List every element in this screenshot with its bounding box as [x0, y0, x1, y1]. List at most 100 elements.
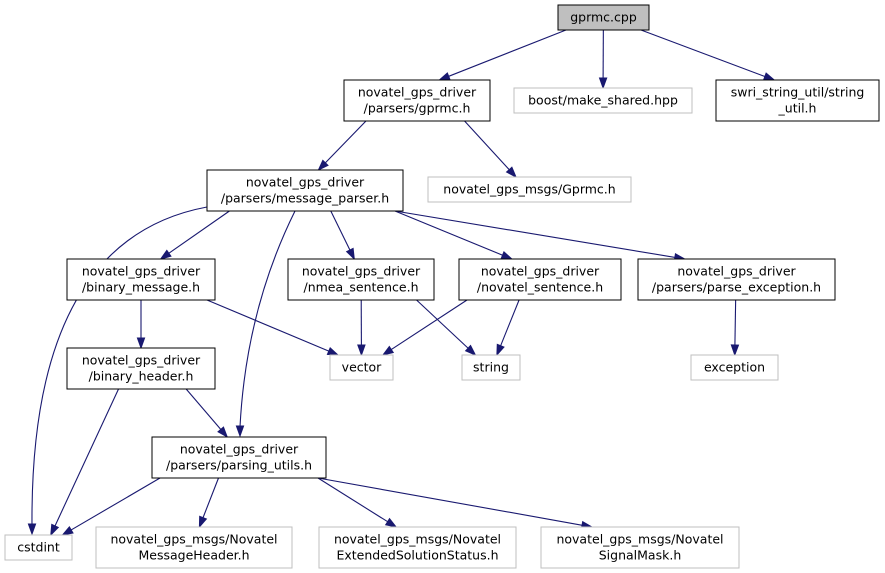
node-label: novatel_gps_driver: [302, 264, 421, 279]
node-label: /parsers/message_parser.h: [221, 191, 389, 206]
node-label: novatel_gps_msgs/Gprmc.h: [443, 182, 615, 197]
edge-message-parser-h-to-cstdint-arrowhead: [27, 523, 37, 536]
node-swri-string-util[interactable]: swri_string_util/string_util.h: [715, 79, 880, 122]
node-label: novatel_gps_msgs/Novatel: [110, 532, 277, 547]
edge-message-parser-h-to-binary-message-h-arrowhead: [159, 249, 172, 260]
node-box: [66, 258, 216, 301]
node-label: novatel_gps_driver: [82, 353, 201, 368]
edge-parse-exception-h-to-exception-arrowhead: [730, 344, 740, 357]
node-message-parser-h[interactable]: novatel_gps_driver/parsers/message_parse…: [206, 169, 404, 212]
node-label: ExtendedSolutionStatus.h: [336, 548, 498, 563]
node-label: vector: [342, 360, 383, 375]
node-label: /nmea_sentence.h: [303, 280, 418, 295]
node-binary-message-h[interactable]: novatel_gps_driver/binary_message.h: [66, 258, 216, 301]
edge-gprmc-cpp-to-parsers-gprmc-h-arrowhead: [438, 72, 451, 81]
node-string: string: [461, 354, 521, 381]
edge-parsing-utils-h-to-cstdint: [70, 477, 161, 531]
node-label: novatel_gps_msgs/Novatel: [556, 532, 723, 547]
edge-binary-message-h-to-vector-arrowhead: [326, 346, 340, 356]
node-label: cstdint: [17, 540, 60, 555]
node-label: novatel_gps_driver: [677, 264, 796, 279]
node-parsing-utils-h[interactable]: novatel_gps_driver/parsers/parsing_utils…: [151, 436, 327, 479]
node-box: [427, 176, 632, 203]
edge-message-parser-h-to-nmea-sentence-h-arrowhead: [345, 247, 355, 261]
edge-novatel-sentence-h-to-string: [499, 299, 520, 347]
node-box: [329, 354, 394, 381]
edge-gprmc-cpp-to-swri-string-util-arrowhead: [762, 72, 776, 81]
node-label: novatel_gps_msgs/Novatel: [334, 532, 501, 547]
node-label: swri_string_util/string: [731, 85, 865, 100]
edge-message-parser-h-to-parsing-utils-h-arrowhead: [235, 425, 245, 438]
edges-layer: [27, 29, 776, 537]
node-label: /binary_message.h: [82, 280, 200, 295]
node-label: novatel_gps_driver: [180, 442, 299, 457]
edge-message-parser-h-to-binary-message-h: [167, 210, 230, 255]
edge-parse-exception-h-to-exception: [734, 299, 737, 347]
node-box: [690, 354, 779, 381]
node-exception: exception: [690, 354, 779, 381]
node-boost-make-shared: boost/make_shared.hpp: [513, 87, 693, 114]
edge-novatel-sentence-h-to-vector-arrowhead: [381, 345, 395, 356]
node-label: SignalMask.h: [599, 548, 682, 563]
node-box: [95, 526, 293, 569]
edge-novatel-sentence-h-to-string-arrowhead: [496, 343, 505, 357]
node-label: MessageHeader.h: [138, 548, 249, 563]
node-box: [318, 526, 517, 569]
node-novatel-sentence-h[interactable]: novatel_gps_driver/novatel_sentence.h: [458, 258, 622, 301]
node-vector: vector: [329, 354, 394, 381]
node-box: [206, 169, 404, 212]
edge-binary-header-h-to-cstdint: [54, 388, 120, 528]
edge-parsers-gprmc-h-to-message-parser-h: [324, 120, 367, 164]
node-box: [557, 4, 650, 31]
edge-message-parser-h-to-parse-exception-h: [394, 210, 676, 259]
node-box: [458, 258, 622, 301]
edge-nmea-sentence-h-to-vector-arrowhead: [357, 344, 366, 357]
nodes-layer: gprmc.cpp novatel_gps_driver/parsers/gprm…: [4, 4, 880, 569]
edge-parsers-gprmc-h-to-gprmc-msg-h: [464, 120, 511, 171]
edge-nmea-sentence-h-to-string: [416, 299, 470, 350]
edge-gprmc-cpp-to-boost-make-shared-arrowhead: [598, 77, 608, 90]
node-nmea-sentence-h[interactable]: novatel_gps_driver/nmea_sentence.h: [287, 258, 435, 301]
node-box: [151, 436, 327, 479]
edge-binary-header-h-to-cstdint-arrowhead: [50, 523, 60, 537]
edge-binary-header-h-to-parsing-utils-h: [185, 388, 222, 431]
node-label: /parsers/parsing_utils.h: [166, 458, 312, 473]
edge-message-parser-h-to-novatel-sentence-h: [394, 210, 504, 257]
edge-message-parser-h-to-cstdint: [31, 206, 208, 526]
node-label: /parsers/parse_exception.h: [652, 280, 821, 295]
node-label: gprmc.cpp: [570, 10, 637, 25]
edge-message-parser-h-to-parsing-utils-h: [239, 210, 296, 428]
edge-parsing-utils-h-to-extended-solution-h: [317, 477, 389, 523]
edge-parsing-utils-h-to-message-header-h-arrowhead: [198, 515, 208, 529]
edge-novatel-sentence-h-to-vector: [390, 299, 468, 351]
node-parsers-gprmc-h[interactable]: novatel_gps_driver/parsers/gprmc.h: [343, 79, 491, 122]
edge-parsing-utils-h-to-signal-mask-h: [317, 477, 584, 526]
edge-parsing-utils-h-to-extended-solution-h-arrowhead: [384, 517, 398, 528]
edge-parsing-utils-h-to-message-header-h: [202, 477, 220, 519]
edge-nmea-sentence-h-to-string-arrowhead: [464, 344, 477, 357]
node-label: exception: [704, 360, 765, 375]
node-gprmc-msg-h: novatel_gps_msgs/Gprmc.h: [427, 176, 632, 203]
node-label: novatel_gps_driver: [246, 175, 365, 190]
node-label: boost/make_shared.hpp: [528, 93, 678, 108]
node-gprmc-cpp: gprmc.cpp: [557, 4, 650, 31]
edge-message-parser-h-to-nmea-sentence-h: [330, 210, 351, 252]
edge-binary-message-h-to-binary-header-h-arrowhead: [136, 337, 146, 350]
node-box: [66, 347, 216, 390]
node-box: [4, 534, 73, 561]
node-box: [715, 79, 880, 122]
edge-gprmc-cpp-to-parsers-gprmc-h: [447, 29, 567, 78]
edge-binary-header-h-to-parsing-utils-h-arrowhead: [217, 426, 229, 439]
edge-message-parser-h-to-novatel-sentence-h-arrowhead: [500, 251, 514, 260]
node-parse-exception-h[interactable]: novatel_gps_driver/parsers/parse_excepti…: [637, 258, 836, 301]
edge-binary-message-h-to-vector: [206, 299, 330, 353]
edge-parsers-gprmc-h-to-gprmc-msg-h-arrowhead: [505, 166, 517, 179]
node-label: /novatel_sentence.h: [477, 280, 603, 295]
node-box: [637, 258, 836, 301]
node-binary-header-h[interactable]: novatel_gps_driver/binary_header.h: [66, 347, 216, 390]
node-box: [287, 258, 435, 301]
node-box: [513, 87, 693, 114]
